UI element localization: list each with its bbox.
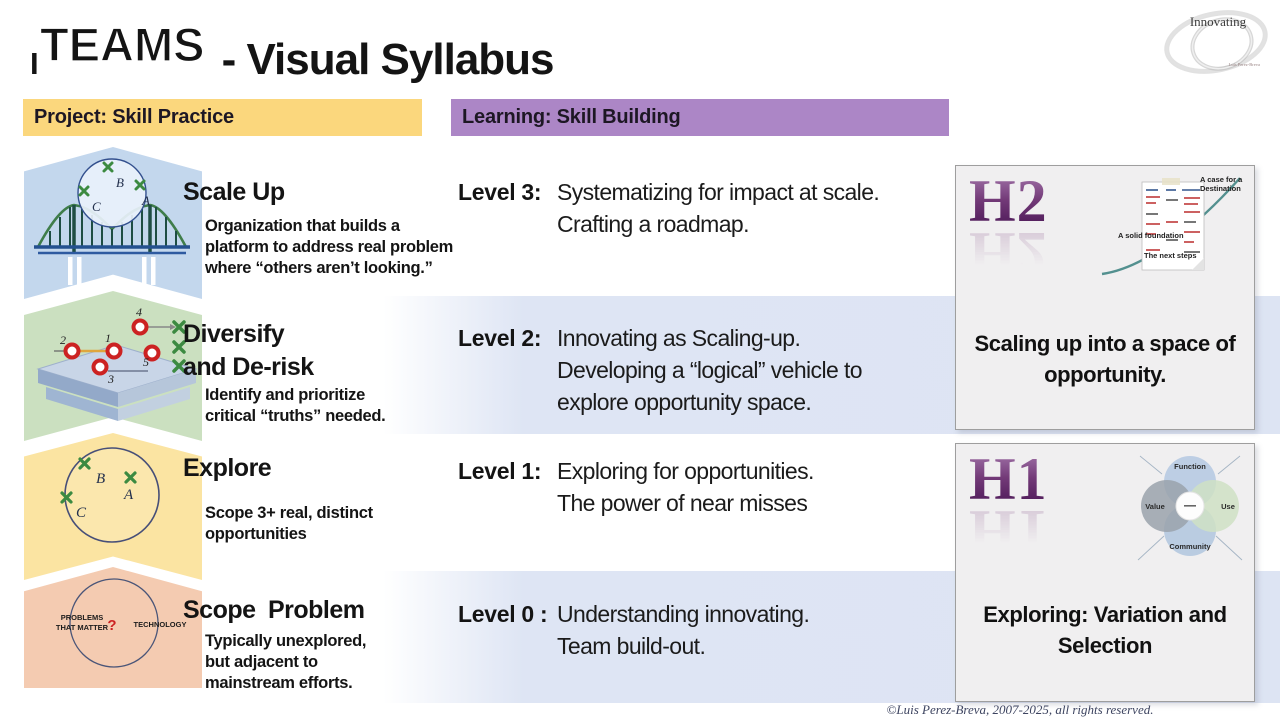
title-rest: - Visual Syllabus: [221, 35, 555, 84]
clover-marks: [60, 457, 137, 504]
level-2-text: Innovating as Scaling-up. Developing a “…: [557, 325, 863, 415]
problem-technology-icon: PROBLEMS THAT MATTER TECHNOLOGY ?: [56, 578, 187, 668]
row-desc-scope-problem: Typically unexplored, but adjacent to ma…: [205, 632, 367, 692]
level-1-text: Exploring for opportunities. The power o…: [557, 458, 814, 516]
clover-marks: [172, 320, 186, 373]
clover-marks: [78, 161, 146, 197]
level-2-row: Level 2: Innovating as Scaling-up. Devel…: [458, 322, 863, 418]
level-1-row: Level 1: Exploring for opportunities. Th…: [458, 455, 814, 519]
logo-text: Innovating: [1190, 14, 1247, 29]
level-0-row: Level 0 : Understanding innovating. Team…: [458, 598, 810, 662]
problems-label-line1: PROBLEMS: [61, 613, 104, 622]
h1-letter-reflection: H1: [969, 498, 1048, 564]
h1-caption: Exploring: Variation and Selection: [983, 602, 1227, 658]
diagram-label-value: Value: [1145, 502, 1165, 511]
chevron-explore: B C A: [24, 433, 202, 580]
diagram-label-next-steps: The next steps: [1144, 251, 1197, 260]
bridge-icon: B C A: [34, 158, 190, 285]
copyright-notice: ©Luis Perez-Breva, 2007-2025, all rights…: [886, 702, 1154, 717]
level-0-text: Understanding innovating. Team build-out…: [557, 601, 810, 659]
num-5: 5: [143, 355, 149, 369]
num-2: 2: [60, 333, 66, 347]
chevron-scope-problem: PROBLEMS THAT MATTER TECHNOLOGY ?: [24, 567, 202, 688]
banner-learning-skill-building: Learning: Skill Building: [451, 99, 949, 136]
title-teams-fill: TEAMS: [40, 18, 205, 71]
level-3-text: Systematizing for impact at scale. Craft…: [557, 179, 880, 237]
title-teams-inline: TEAMS: [40, 18, 205, 71]
level-2-label: Level 2:: [458, 325, 542, 351]
row-title-diversify: Diversify and De-risk: [183, 320, 314, 381]
row-title-scale-up: Scale Up: [183, 178, 285, 206]
level-3-label: Level 3:: [458, 179, 542, 205]
title-teams-wordmark: TEAMS TEAMS: [39, 17, 205, 71]
diagram-label-community: Community: [1169, 542, 1211, 551]
label-a: A: [123, 487, 134, 503]
label-c: C: [76, 505, 87, 521]
row-title-scope-problem: Scope Problem: [183, 596, 365, 624]
question-mark: ?: [107, 617, 116, 634]
h2-caption: Scaling up into a space of opportunity.: [974, 331, 1236, 387]
page-title: i TEAMS TEAMS - Visual Syllabus: [30, 14, 555, 84]
platform-icon: 2 1 3 4 5: [36, 305, 198, 421]
chevron-shape-peach: [24, 567, 202, 688]
diagram-label-foundation: A solid foundation: [1118, 231, 1184, 240]
chevron-shape-yellow: [24, 433, 202, 580]
variation-selection-diagram: Function Value Use Community: [1137, 455, 1243, 561]
chevron-diversify: 2 1 3 4 5: [24, 291, 202, 441]
card-h2: H2 H2 A case for a Destination A solid f…: [955, 165, 1255, 430]
title-letter-i: i: [30, 46, 39, 81]
num-4: 4: [136, 305, 142, 319]
level-1-label: Level 1:: [458, 458, 542, 484]
label-b: B: [96, 471, 105, 487]
label-c: C: [92, 199, 101, 214]
technology-label: TECHNOLOGY: [134, 620, 187, 629]
num-3: 3: [107, 372, 114, 386]
h2-letter-reflection: H2: [969, 220, 1048, 286]
logo-subtext: Luis Perez-Breva: [1229, 62, 1260, 67]
diagram-label-use: Use: [1221, 502, 1235, 511]
h1-letter: H1: [969, 446, 1048, 512]
row-title-explore: Explore: [183, 454, 272, 482]
level-3-row: Level 3: Systematizing for impact at sca…: [458, 176, 880, 240]
label-a: A: [141, 193, 150, 208]
chevron-scale-up: B C A: [24, 147, 202, 299]
row-desc-scale-up: Organization that builds a platform to a…: [205, 217, 454, 277]
num-1: 1: [105, 331, 111, 345]
row-desc-explore: Scope 3+ real, distinct opportunities: [205, 504, 373, 543]
opportunity-circle: [77, 158, 147, 228]
banner-project-skill-practice: Project: Skill Practice: [23, 99, 422, 136]
diagram-label-function: Function: [1174, 462, 1206, 471]
row-desc-diversify: Identify and prioritize critical “truths…: [205, 386, 386, 425]
explore-circle-icon: B C A: [60, 447, 160, 543]
level-0-label: Level 0 :: [458, 601, 548, 627]
problems-label-line2: THAT MATTER: [56, 623, 109, 632]
h2-letter: H2: [969, 168, 1048, 234]
innovating-logo: Innovating Luis Perez-Breva: [1164, 10, 1268, 74]
diagram-label-destination: A case for a Destination: [1200, 175, 1243, 193]
card-h1: H1 H1 Function Value Use Community Explo…: [955, 443, 1255, 702]
label-b: B: [116, 175, 124, 190]
roadmap-diagram: [1101, 177, 1241, 276]
